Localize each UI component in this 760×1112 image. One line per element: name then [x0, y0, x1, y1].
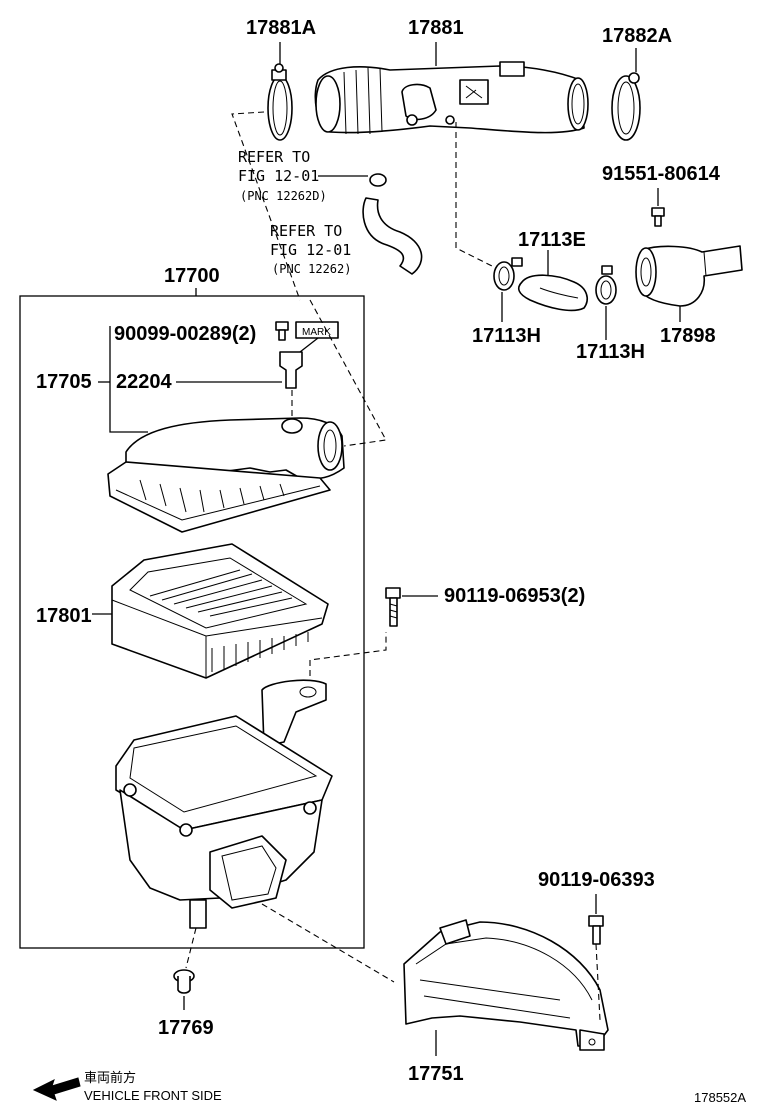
screw-90099: [275, 321, 289, 341]
breather-hose: [362, 197, 423, 275]
intake-hose-17881: [314, 61, 589, 135]
refer2-line2: FIG 12-01: [270, 241, 351, 259]
clamp-17113h-right: [595, 265, 617, 305]
refer1-line1: REFER TO: [238, 148, 310, 166]
label-90119a: 90119-06953(2): [444, 585, 585, 607]
air-cleaner-case-lower: [115, 679, 333, 929]
label-17769: 17769: [158, 1017, 214, 1039]
airflow-sensor-22204: [279, 351, 303, 389]
front-arrow-icon: [32, 1077, 81, 1101]
footer-japanese: 車両前方: [84, 1070, 136, 1085]
clamp-17113h-left: [493, 257, 523, 291]
refer1-line3: (PNC 12262D): [240, 189, 327, 203]
label-17751: 17751: [408, 1063, 464, 1085]
bolt-91551: [651, 207, 665, 227]
label-17113h-right: 17113H: [576, 341, 645, 363]
label-91551: 91551-80614: [602, 163, 721, 185]
label-17881a: 17881A: [246, 17, 316, 39]
figure-code: 178552A: [694, 1090, 746, 1105]
bolt-90119-06393: [588, 915, 604, 945]
label-17113e: 17113E: [518, 229, 586, 251]
air-cleaner-cap-17705: [107, 417, 345, 533]
refer1-line2: FIG 12-01: [238, 167, 319, 185]
label-17898: 17898: [660, 325, 716, 347]
refer2-line1: REFER TO: [270, 222, 342, 240]
label-17801: 17801: [36, 605, 92, 627]
bolt-90119-06953: [385, 587, 401, 627]
air-inlet-duct-17751: [403, 919, 609, 1051]
label-90099: 90099-00289(2): [114, 323, 256, 345]
label-90119b: 90119-06393: [538, 869, 655, 891]
clamp-17882a: [611, 72, 641, 141]
hose-17113e: [517, 274, 588, 312]
label-17705: 17705: [36, 371, 92, 393]
air-filter-17801: [111, 543, 329, 679]
label-17700: 17700: [164, 265, 220, 287]
label-17113h-left: 17113H: [472, 325, 541, 347]
mark-label: MARK: [302, 327, 331, 338]
label-22204: 22204: [116, 371, 172, 393]
label-17882a: 17882A: [602, 25, 672, 47]
resonator-17898: [635, 245, 743, 307]
refer2-line3: (PNC 12262): [272, 262, 351, 276]
footer-english: VEHICLE FRONT SIDE: [84, 1088, 222, 1103]
assembly-frame-17700: [19, 295, 365, 949]
label-17881: 17881: [408, 17, 464, 39]
clamp-17881a: [267, 63, 293, 141]
grommet-17769: [173, 969, 195, 994]
